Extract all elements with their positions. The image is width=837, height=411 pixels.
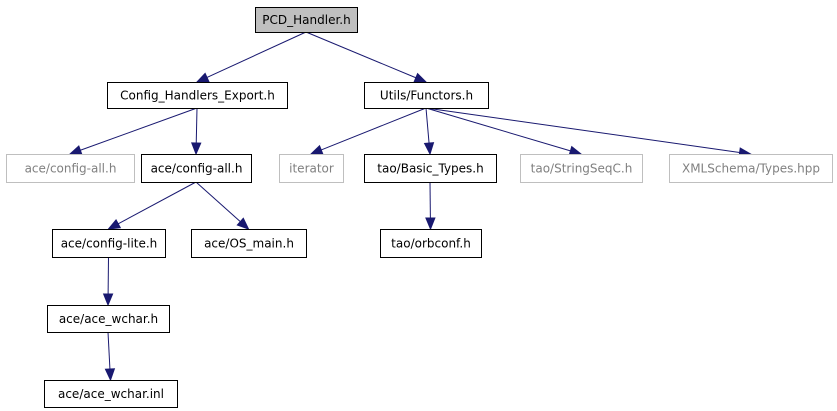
node-config-all-dim[interactable]: ace/config-all.h xyxy=(6,154,135,183)
edge-line xyxy=(425,107,571,152)
node-tao-orbconf[interactable]: tao/orbconf.h xyxy=(380,229,482,258)
node-box xyxy=(191,229,307,258)
node-tao-basic[interactable]: tao/Basic_Types.h xyxy=(364,154,497,183)
arrow-head-icon xyxy=(68,145,83,156)
node-box xyxy=(47,305,170,333)
edge-pcd-to-config-export xyxy=(195,31,307,83)
node-label: iterator xyxy=(289,162,334,176)
node-label: tao/orbconf.h xyxy=(391,237,471,251)
edge-utils-functors-to-iterator xyxy=(309,107,427,155)
node-label: tao/StringSeqC.h xyxy=(531,162,633,176)
node-label: ace/config-all.h xyxy=(151,162,243,176)
arrow-head-icon xyxy=(107,218,122,230)
edge-tao-basic-to-tao-orbconf xyxy=(425,181,436,231)
node-box xyxy=(141,154,252,183)
arrow-head-icon xyxy=(413,72,428,83)
node-box xyxy=(6,154,135,183)
arrow-head-icon xyxy=(191,142,202,156)
edge-line xyxy=(195,181,241,223)
edge-line xyxy=(80,107,198,151)
edge-line xyxy=(107,331,111,370)
node-label: PCD_Handler.h xyxy=(262,13,350,27)
node-box xyxy=(380,229,482,258)
edge-ace-wchar-h-to-ace-wchar-inl xyxy=(104,331,116,382)
node-label: ace/config-all.h xyxy=(25,162,117,176)
edge-line xyxy=(321,107,427,151)
node-box xyxy=(364,82,489,109)
node-ace-wchar-h[interactable]: ace/ace_wchar.h xyxy=(47,305,170,333)
arrow-head-icon xyxy=(309,144,324,155)
node-os-main[interactable]: ace/OS_main.h xyxy=(191,229,307,258)
node-box xyxy=(669,154,833,183)
node-utils-functors[interactable]: Utils/Functors.h xyxy=(364,82,489,109)
node-label: ace/ace_wchar.h xyxy=(59,312,158,326)
edge-utils-functors-to-tao-stringseq xyxy=(425,107,583,156)
node-config-lite[interactable]: ace/config-lite.h xyxy=(52,229,166,258)
arrow-head-icon xyxy=(568,145,583,156)
arrow-head-icon xyxy=(195,72,210,83)
edge-line xyxy=(425,107,430,144)
edge-line xyxy=(117,181,197,225)
edge-utils-functors-to-xmlschema xyxy=(425,107,752,158)
node-box xyxy=(52,229,166,258)
node-box xyxy=(279,154,344,183)
node-config-export[interactable]: Config_Handlers_Export.h xyxy=(107,82,288,109)
node-ace-wchar-inl[interactable]: ace/ace_wchar.inl xyxy=(44,380,178,408)
arrow-head-icon xyxy=(104,368,116,382)
edge-config-export-to-config-all xyxy=(191,107,202,156)
edge-config-all-to-os-main xyxy=(195,181,250,230)
edge-config-export-to-config-all-dim xyxy=(68,107,198,156)
node-box xyxy=(107,82,288,109)
edge-line xyxy=(206,31,307,78)
node-label: ace/config-lite.h xyxy=(61,237,158,251)
edge-line xyxy=(195,107,198,144)
edge-utils-functors-to-tao-basic xyxy=(423,107,435,156)
node-box xyxy=(364,154,497,183)
node-label: XMLSchema/Types.hpp xyxy=(682,162,820,176)
edge-config-all-to-config-lite xyxy=(107,181,197,230)
node-iterator[interactable]: iterator xyxy=(279,154,344,183)
node-label: ace/ace_wchar.inl xyxy=(58,387,164,401)
arrow-head-icon xyxy=(102,293,114,307)
node-config-all[interactable]: ace/config-all.h xyxy=(141,154,252,183)
arrow-head-icon xyxy=(423,142,435,156)
node-label: Utils/Functors.h xyxy=(380,89,473,103)
node-box xyxy=(44,380,178,408)
edge-pcd-to-utils-functors xyxy=(305,31,428,83)
edge-line xyxy=(305,31,417,79)
node-label: Config_Handlers_Export.h xyxy=(120,89,275,103)
node-xmlschema[interactable]: XMLSchema/Types.hpp xyxy=(669,154,833,183)
node-pcd[interactable]: PCD_Handler.h xyxy=(255,7,358,33)
edge-line xyxy=(425,107,740,153)
edge-config-lite-to-ace-wchar-h xyxy=(102,256,114,307)
arrow-head-icon xyxy=(236,217,250,230)
node-box xyxy=(520,154,643,183)
node-label: tao/Basic_Types.h xyxy=(377,162,483,176)
node-box xyxy=(255,7,358,33)
arrow-head-icon xyxy=(425,217,436,231)
node-tao-stringseq[interactable]: tao/StringSeqC.h xyxy=(520,154,643,183)
node-label: ace/OS_main.h xyxy=(204,237,294,251)
